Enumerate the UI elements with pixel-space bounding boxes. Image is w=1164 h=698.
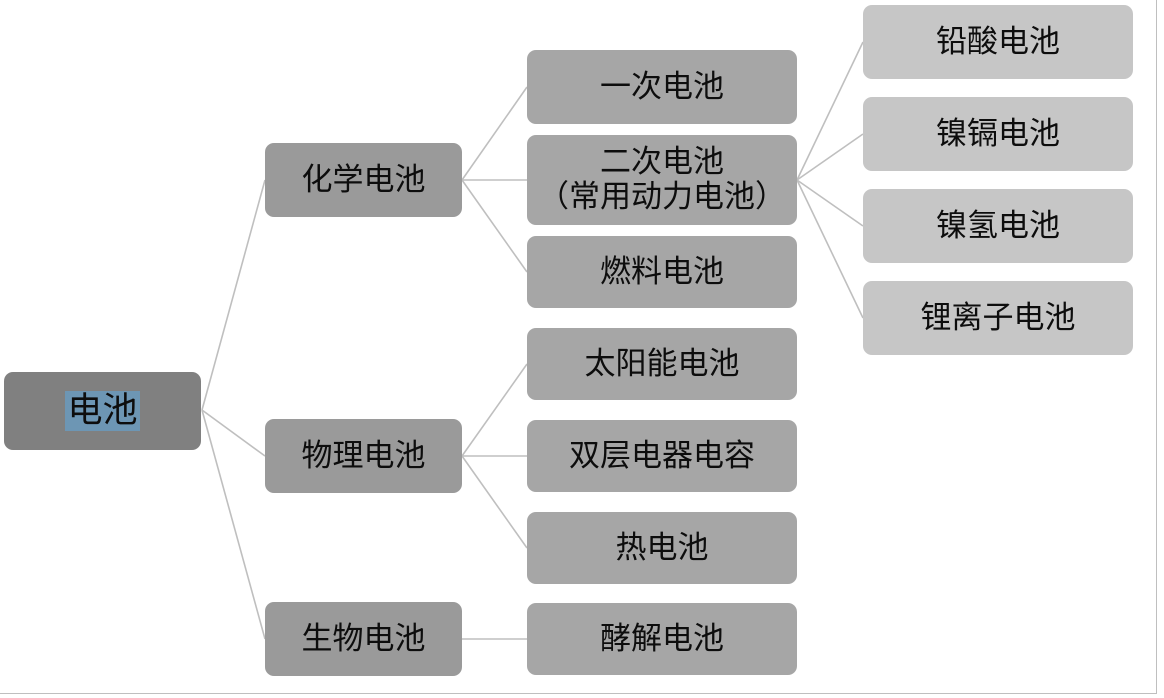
- page-edge-rule-bottom: [0, 693, 1156, 694]
- node-fuel-battery-label: 燃料电池: [600, 253, 724, 289]
- node-secondary-battery-label-secondary: （常用动力电池）: [538, 179, 786, 214]
- link-root-chemical: [201, 179, 266, 411]
- node-nickel-metal-hydride-battery[interactable]: 镍氢电池: [863, 189, 1133, 263]
- node-thermal-battery-label: 热电池: [615, 529, 709, 565]
- node-double-layer-capacitor-label: 双层电器电容: [569, 437, 755, 473]
- page-edge-rule-right: [1156, 0, 1157, 694]
- node-fermentation-battery[interactable]: 酵解电池: [527, 603, 797, 675]
- node-secondary-battery-label-primary: 二次电池: [600, 144, 724, 180]
- node-root-battery[interactable]: 电池: [4, 372, 201, 450]
- node-fuel-battery[interactable]: 燃料电池: [527, 236, 797, 308]
- node-nickel-cadmium-battery[interactable]: 镍镉电池: [863, 97, 1133, 171]
- node-chemical-battery-label: 化学电池: [301, 161, 426, 197]
- link-secondary-lead-acid: [796, 41, 864, 181]
- link-physical-thermal: [461, 455, 528, 549]
- node-primary-battery[interactable]: 一次电池: [527, 50, 797, 124]
- node-thermal-battery[interactable]: 热电池: [527, 512, 797, 584]
- node-physical-battery-label: 物理电池: [301, 437, 426, 473]
- node-double-layer-capacitor[interactable]: 双层电器电容: [527, 420, 797, 492]
- node-chemical-battery[interactable]: 化学电池: [265, 143, 462, 217]
- node-root-label: 电池: [65, 391, 140, 431]
- node-primary-battery-label: 一次电池: [600, 68, 724, 104]
- link-chemical-primary: [461, 86, 528, 181]
- node-lithium-ion-battery[interactable]: 锂离子电池: [863, 281, 1133, 355]
- link-secondary-nimh: [796, 179, 864, 227]
- link-secondary-nickel-cadmium: [796, 133, 864, 181]
- node-lead-acid-battery[interactable]: 铅酸电池: [863, 5, 1133, 79]
- node-nickel-metal-hydride-battery-label: 镍氢电池: [936, 207, 1060, 243]
- link-secondary-lithium-ion: [796, 179, 864, 319]
- node-lead-acid-battery-label: 铅酸电池: [936, 23, 1060, 59]
- node-solar-battery[interactable]: 太阳能电池: [527, 328, 797, 400]
- node-biological-battery[interactable]: 生物电池: [265, 602, 462, 676]
- node-physical-battery[interactable]: 物理电池: [265, 419, 462, 493]
- node-secondary-battery[interactable]: 二次电池 （常用动力电池）: [527, 135, 797, 225]
- link-root-physical: [201, 409, 266, 457]
- node-root-label-text: 电池: [67, 391, 138, 431]
- node-fermentation-battery-label: 酵解电池: [600, 620, 724, 656]
- link-physical-solar: [461, 363, 528, 457]
- node-lithium-ion-battery-label: 锂离子电池: [920, 299, 1076, 335]
- node-solar-battery-label: 太阳能电池: [584, 345, 740, 381]
- link-root-biological: [201, 409, 266, 640]
- node-nickel-cadmium-battery-label: 镍镉电池: [936, 115, 1060, 151]
- node-biological-battery-label: 生物电池: [301, 620, 426, 656]
- link-chemical-fuel: [461, 179, 528, 273]
